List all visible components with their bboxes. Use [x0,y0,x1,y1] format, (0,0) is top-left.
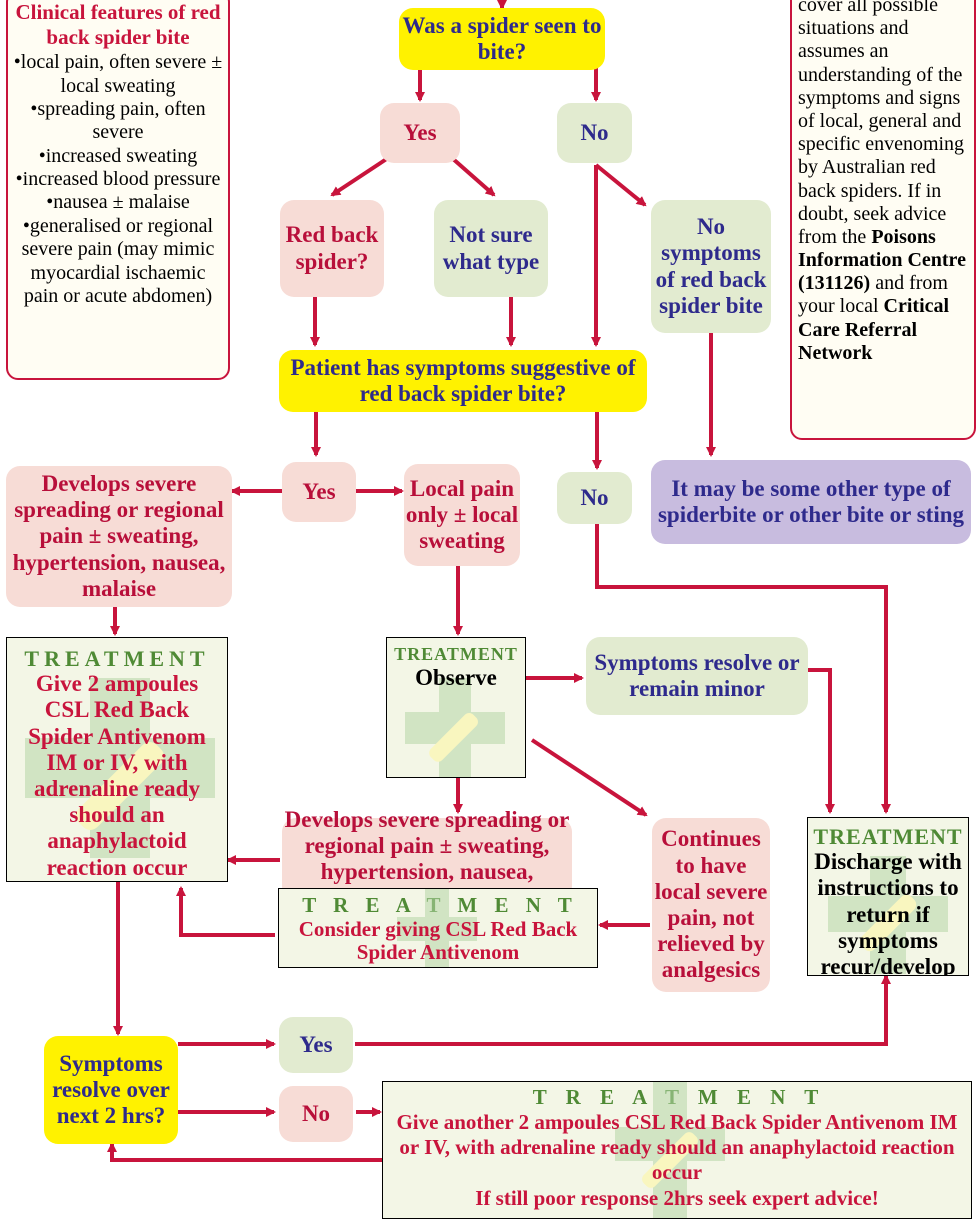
treatment-word: TREATMENT [813,824,963,849]
treatment-consider: T R E A T M E N T Consider giving CSL Re… [278,888,598,968]
disclaimer-panel: cover all possible situations and assume… [790,0,976,440]
treatment-word: TREATMENT [24,646,210,671]
expert-advice-warning: If still poor response 2hrs seek expert … [475,1185,879,1210]
feature-item: •generalised or regional severe pain (ma… [21,214,215,308]
develops-severe-label: Develops severe spreading or regional pa… [12,470,226,601]
no1-label: No [580,119,609,145]
treatment-word: T R E A T M E N T [302,892,574,917]
not-sure-label: Not sure what type [442,222,540,274]
critical-care-network: Critical Care Referral Network [798,295,950,364]
red-back-label: Red back spider? [285,222,379,274]
treatment-antivenom: TREATMENT Give 2 ampoules CSL Red Back S… [6,637,228,882]
disclaimer-text: cover all possible situations and assume… [798,0,965,248]
treatment-observe: TREATMENT Observe [386,637,526,778]
poisons-centre: Poisons Information Centre (131126) [798,225,966,295]
treatment-observe-text: Observe [415,664,497,690]
arrow-to-continues [530,738,648,817]
other-bite-node: It may be some other type of spiderbite … [651,460,971,544]
continues-pain-node: Continues to have local severe pain, not… [652,818,770,992]
continues-pain-label: Continues to have local severe pain, not… [654,826,768,983]
red-back-node: Red back spider? [280,200,384,297]
clinical-features-title: Clinical features of red back spider bit… [15,0,221,49]
treatment-consider-text: Consider giving CSL Red Back Spider Anti… [298,916,578,964]
spider-seen-decision: Was a spider seen to bite? [399,8,605,70]
feature-item: •spreading pain, often severe [30,97,206,144]
suggestive-decision: Patient has symptoms suggestive of red b… [279,350,647,412]
local-pain-label: Local pain only ± local sweating [405,475,519,554]
yes3-node: Yes [279,1017,353,1073]
no3-node: No [279,1086,353,1142]
no1-node: No [557,103,632,163]
treatment-discharge-text: Discharge with instructions to return if… [814,849,962,976]
arrow-t5-back [107,1142,382,1162]
arrow-to-notsure [450,156,496,197]
treatment-another-dose-text: Give another 2 ampoules CSL Red Back Spi… [396,1109,958,1185]
local-pain-node: Local pain only ± local sweating [404,464,520,566]
resolve-2hrs-decision: Symptoms resolve over next 2 hrs? [44,1036,178,1144]
yes3-label: Yes [299,1031,333,1057]
other-bite-label: It may be some other type of spiderbite … [657,475,965,527]
develops-severe-2-node: Develops severe spreading or regional pa… [282,807,572,910]
treatment-another-dose: T R E A T M E N T Give another 2 ampoule… [382,1081,972,1219]
treatment-antivenom-text: Give 2 ampoules CSL Red Back Spider Anti… [28,671,206,880]
arrow-minor-to-discharge [808,668,835,814]
suggestive-label: Patient has symptoms suggestive of red b… [290,354,636,406]
yes2-node: Yes [282,462,356,522]
treatment-discharge: TREATMENT Discharge with instructions to… [807,817,969,976]
feature-item: •increased sweating [38,144,198,167]
yes2-label: Yes [302,478,336,504]
feature-item: •nausea ± malaise [46,191,190,214]
medical-cross-icon [405,678,505,777]
resolve-2hrs-label: Symptoms resolve over next 2 hrs? [52,1050,170,1129]
no2-node: No [557,472,632,524]
no-symptoms-label: No symptoms of red back spider bite [655,214,767,318]
treatment-word: T R E A T M E N T [532,1085,822,1109]
disclaimer-text-2: and from your local [798,272,948,318]
no3-label: No [301,1100,331,1126]
no2-label: No [580,484,609,510]
not-sure-node: Not sure what type [434,200,548,297]
symptoms-resolve-minor-node: Symptoms resolve or remain minor [586,637,808,715]
feature-item: •local pain, often severe ± local sweati… [13,51,223,97]
arrow-no2-to-discharge [595,522,891,814]
arrow-to-nosymptoms [594,163,647,207]
arrow-yes3-to-discharge [355,974,891,1046]
treatment-word: TREATMENT [394,644,518,664]
spider-seen-label: Was a spider seen to bite? [402,12,602,64]
develops-severe-node: Develops severe spreading or regional pa… [6,466,232,607]
symptoms-resolve-minor-label: Symptoms resolve or remain minor [594,649,800,701]
arrow-t4-to-t1 [176,886,275,937]
feature-item: •increased blood pressure [15,168,221,191]
yes1-node: Yes [380,103,460,163]
develops-severe-2-label: Develops severe spreading or regional pa… [284,806,570,911]
clinical-features-panel: Clinical features of red back spider bit… [6,0,230,380]
yes1-label: Yes [403,119,437,145]
no-symptoms-node: No symptoms of red back spider bite [651,200,771,333]
arrow-to-redback [330,156,390,197]
